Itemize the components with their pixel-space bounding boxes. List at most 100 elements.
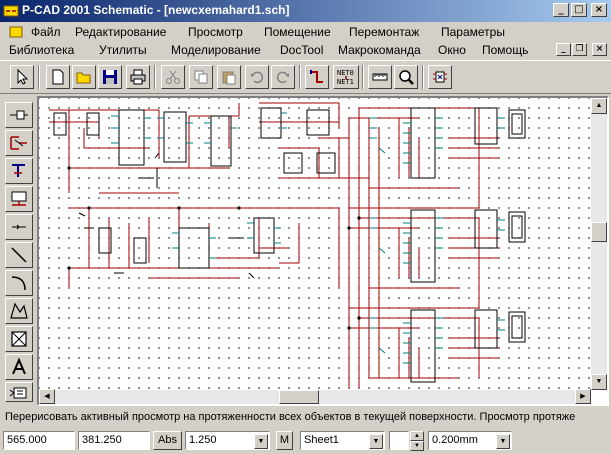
paste-button[interactable] [217,65,241,89]
place-field-button[interactable] [5,326,33,352]
minimize-button[interactable]: _ [553,3,569,17]
menu-window[interactable]: Окно [438,43,466,57]
absolute-coords-button[interactable]: Abs [153,431,182,450]
scroll-left-button[interactable]: ◀ [39,389,55,404]
menu-row-1: Файл Редактирование Просмотр Помещение П… [0,23,560,41]
menu-doctool[interactable]: DocTool [280,43,324,57]
menu-view[interactable]: Просмотр [188,25,243,39]
menu-route[interactable]: Перемонтаж [349,25,420,39]
window-title: P-CAD 2001 Schematic - [newcxemahard1.sc… [22,3,290,17]
horizontal-scrollbar[interactable]: ◀ ▶ [39,389,591,404]
zoom-extent-button[interactable] [394,65,418,89]
cut-button[interactable] [161,65,185,89]
swap-component-button[interactable] [428,65,452,89]
toolbar-separator [299,65,301,89]
open-file-button[interactable] [72,65,96,89]
schematic-view[interactable]: ▲ ▼ ◀ ▶ [37,96,609,406]
place-port-button[interactable] [5,214,33,240]
wire-tool-button[interactable] [305,65,329,89]
wire-icon [12,164,25,177]
line-width-select[interactable]: 0.200mm ▼ [428,431,512,450]
line-color-swatch[interactable] [389,431,409,450]
menu-utils[interactable]: Утилиты [99,43,147,57]
measure-button[interactable] [368,65,392,89]
coordinate-bar: 565.000 381.250 Abs 1.250 ▼ M Sheet1 ▼ ▲… [0,429,611,453]
line-width-value: 0.200mm [432,434,478,446]
menu-help[interactable]: Помощь [482,43,529,57]
menu-simulate[interactable]: Моделирование [171,43,261,57]
place-bus-button[interactable] [5,186,33,212]
sheet-select[interactable]: Sheet1 ▼ [300,431,385,450]
toolbar-separator [422,65,424,89]
spin-down-button[interactable]: ▼ [410,441,424,451]
scroll-up-button[interactable]: ▲ [591,98,607,114]
redo-button[interactable] [271,65,295,89]
polygon-icon [10,302,28,319]
place-arc-button[interactable] [5,270,33,296]
place-polygon-button[interactable] [5,298,33,324]
arc-icon [11,276,26,291]
maximize-button[interactable]: □ [571,3,587,17]
schematic-canvas[interactable] [39,98,591,390]
place-part-button[interactable] [5,130,33,156]
status-message: Перерисовать активный просмотр на протяж… [5,411,576,423]
save-disk-icon [103,70,117,84]
title-bar: P-CAD 2001 Schematic - [newcxemahard1.sc… [0,0,611,22]
print-button[interactable] [126,65,150,89]
undo-button[interactable] [245,65,269,89]
grid-dropdown-arrow[interactable]: ▼ [254,434,268,449]
scroll-right-button[interactable]: ▶ [575,389,591,404]
line-width-dropdown-arrow[interactable]: ▼ [496,434,510,449]
x-coordinate-field[interactable]: 565.000 [3,431,75,450]
toolbar-separator [38,65,40,89]
grid-size-value: 1.250 [189,434,217,446]
menu-place[interactable]: Помещение [264,25,331,39]
horizontal-scroll-thumb[interactable] [279,390,319,404]
menu-options[interactable]: Параметры [441,25,505,39]
select-tool-button[interactable] [10,65,34,89]
net-rename-icon: NET0 NET1 [337,69,354,86]
new-file-button[interactable] [46,65,70,89]
vertical-scroll-thumb[interactable] [591,222,607,242]
close-button[interactable]: × [591,3,607,17]
menu-edit[interactable]: Редактирование [75,25,167,39]
schematic-drawing [49,102,526,388]
doc-restore-button[interactable]: ❐ [572,43,587,56]
save-file-button[interactable] [98,65,122,89]
placement-toolbar [3,98,35,402]
wire-tool-icon [310,70,323,83]
place-wire-button[interactable] [5,158,33,184]
spin-up-button[interactable]: ▲ [410,431,424,441]
menu-library[interactable]: Библиотека [9,43,75,57]
print-icon [130,69,146,85]
line-icon [11,247,27,263]
place-line-button[interactable] [5,242,33,268]
sheet-dropdown-arrow[interactable]: ▼ [369,434,383,449]
document-menu-icon[interactable] [9,25,23,39]
net-label-bottom: NET1 [337,78,354,86]
redo-icon [276,71,289,84]
copy-button[interactable] [189,65,213,89]
toolbar-separator [362,65,364,89]
place-pin-button[interactable] [5,102,33,128]
ruler-icon [372,73,388,81]
menu-file[interactable]: Файл [31,25,61,39]
app-icon[interactable] [3,3,19,19]
menu-bar: Файл Редактирование Просмотр Помещение П… [0,22,611,60]
y-coordinate-field[interactable]: 381.250 [78,431,150,450]
metric-toggle-button[interactable]: M [276,431,293,450]
sheet-value: Sheet1 [304,434,339,446]
pin-icon [10,110,28,120]
field-box-icon [11,331,27,347]
open-folder-icon [76,72,91,84]
zoom-icon [399,70,414,85]
vertical-scrollbar[interactable]: ▲ ▼ [591,98,607,390]
menu-macro[interactable]: Макрокоманда [338,43,421,57]
scroll-down-button[interactable]: ▼ [591,374,607,390]
doc-minimize-button[interactable]: _ [556,43,571,56]
place-attribute-button[interactable] [5,382,33,402]
place-text-button[interactable] [5,354,33,380]
doc-close-button[interactable]: × [592,43,607,56]
rename-net-button[interactable]: NET0 NET1 [333,65,359,89]
grid-size-select[interactable]: 1.250 ▼ [185,431,270,450]
